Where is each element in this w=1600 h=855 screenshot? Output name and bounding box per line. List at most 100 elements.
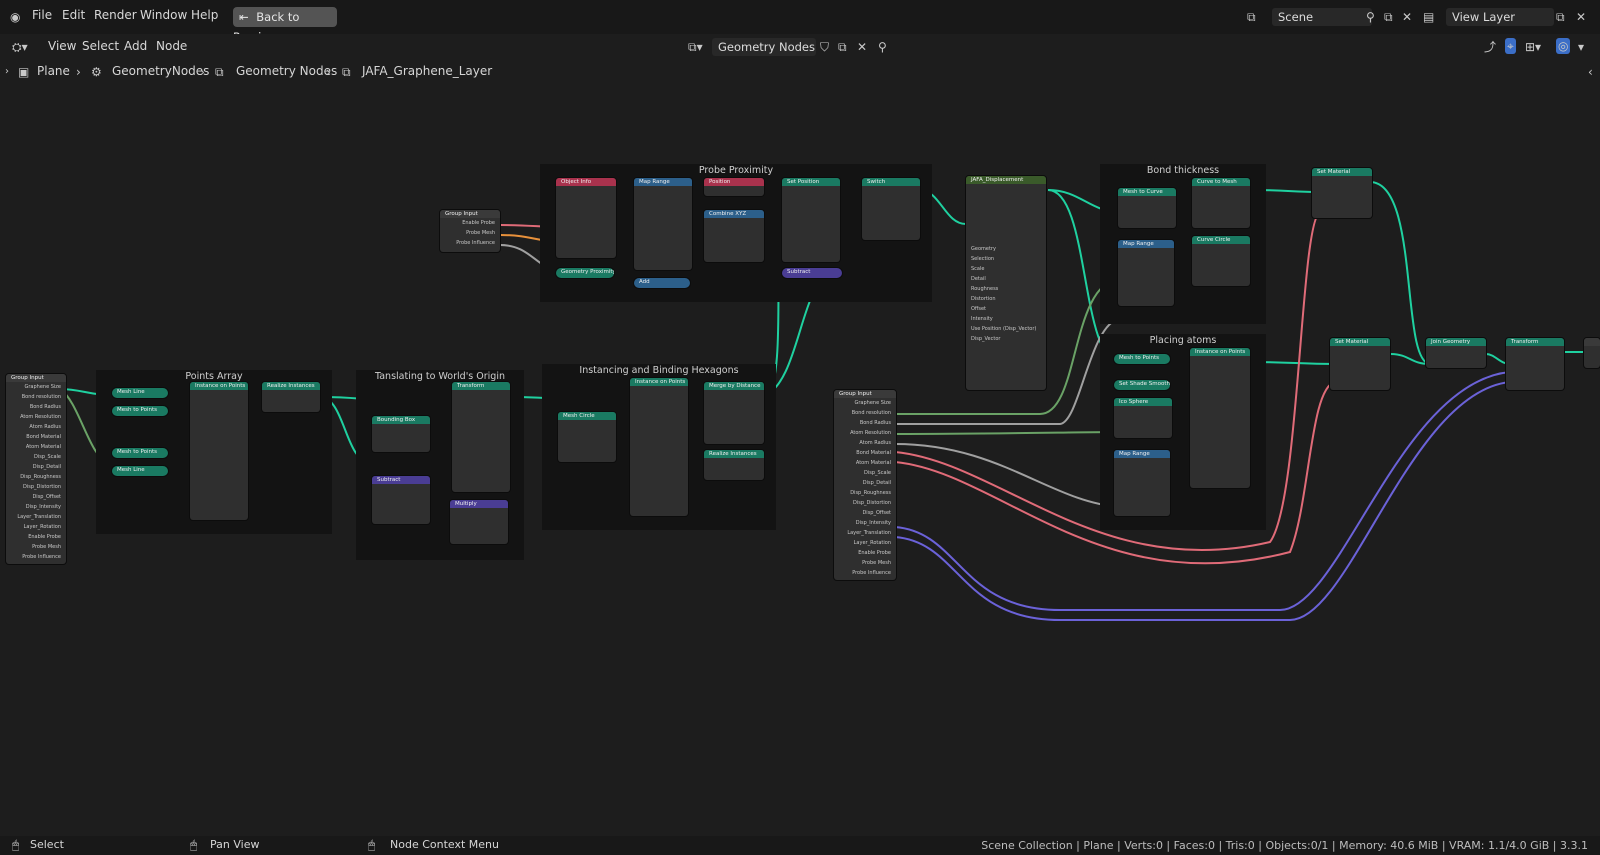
node-multiply[interactable]: Multiply	[450, 500, 508, 544]
node-title: Group Input	[440, 210, 500, 218]
node-set-position[interactable]: Set Position	[782, 178, 840, 262]
editor-type-icon[interactable]: ⛭▾	[12, 40, 28, 54]
close-icon[interactable]: ✕	[1402, 10, 1413, 24]
link-atom-radius	[894, 443, 1121, 508]
scene-icon[interactable]: ⧉	[1247, 10, 1256, 24]
back-to-previous-button[interactable]: ⇤ Back to Previous	[233, 7, 337, 44]
fake-user-icon[interactable]: ⛉	[820, 40, 830, 54]
node-title: Position	[704, 178, 764, 186]
close-view-layer-icon[interactable]: ✕	[1576, 10, 1587, 24]
duplicate-icon[interactable]: ⧉	[838, 40, 847, 54]
modifier-icon: ⚙	[91, 65, 102, 79]
pin-icon[interactable]: ⚲	[1366, 10, 1375, 24]
status-info: Scene Collection | Plane | Verts:0 | Fac…	[981, 839, 1588, 852]
node-title: Set Position	[782, 178, 840, 186]
node-transform-1[interactable]: Transform	[452, 382, 510, 492]
node-editor-canvas[interactable]: Probe Proximity Points Array Tanslating …	[0, 82, 1600, 836]
overlay-icon[interactable]: ◎	[1556, 38, 1571, 54]
node-instance-on-points-3[interactable]: Instance on Points	[1190, 348, 1250, 488]
node-title: Transform	[1506, 338, 1564, 346]
node-group-output[interactable]	[1584, 338, 1600, 368]
node-mesh-to-points-1[interactable]: Mesh to Points	[112, 406, 168, 416]
status-pan: Pan View	[210, 838, 260, 851]
menu-window[interactable]: Window	[140, 8, 188, 22]
node-set-material-1[interactable]: Set Material	[1312, 168, 1372, 218]
parent-node-tree-icon[interactable]: ⤴	[1484, 40, 1497, 54]
menu-node[interactable]: Node	[156, 39, 188, 53]
node-add[interactable]: Add	[634, 278, 690, 288]
node-title: Switch	[862, 178, 920, 186]
socket-label: Probe Mesh	[32, 544, 61, 550]
menu-file[interactable]: File	[32, 8, 53, 22]
menu-select[interactable]: Select	[82, 39, 120, 53]
node-map-range-3[interactable]: Map Range	[1114, 450, 1170, 516]
node-mesh-line-2[interactable]: Mesh Line	[112, 466, 168, 476]
overlay-dropdown-icon[interactable]: ▾	[1578, 40, 1585, 54]
node-instance-on-points-1[interactable]: Instance on Points	[190, 382, 248, 520]
snap-icon[interactable]: ⌖	[1505, 38, 1516, 54]
node-tree-name-field[interactable]: Geometry Nodes	[712, 38, 816, 56]
menu-render[interactable]: Render	[94, 8, 137, 22]
node-mesh-to-points-2[interactable]: Mesh to Points	[112, 448, 168, 458]
node-tree-icon[interactable]: ⧉▾	[688, 40, 703, 54]
socket-label: Disp_Roughness	[850, 490, 891, 496]
socket-label: Use Position (Disp_Vector)	[971, 326, 1037, 332]
menu-add[interactable]: Add	[124, 39, 148, 53]
node-object-info[interactable]: Object Info	[556, 178, 616, 258]
new-view-layer-icon[interactable]: ⧉	[1556, 10, 1565, 24]
menu-help[interactable]: Help	[191, 8, 219, 22]
menu-edit[interactable]: Edit	[62, 8, 86, 22]
node-realize-instances-1[interactable]: Realize Instances	[262, 382, 320, 412]
socket-label: Atom Radius	[29, 424, 61, 430]
socket-label: Disp_Intensity	[25, 504, 61, 510]
node-position[interactable]: Position	[704, 178, 764, 196]
node-map-range-2[interactable]: Map Range	[1118, 240, 1174, 306]
node-switch[interactable]: Switch	[862, 178, 920, 240]
node-set-material-2[interactable]: Set Material	[1330, 338, 1390, 390]
node-instance-on-points-2[interactable]: Instance on Points	[630, 378, 688, 516]
node-ico-sphere[interactable]: Ico Sphere	[1114, 398, 1172, 438]
socket-label: Enable Probe	[28, 534, 61, 540]
node-set-shade-smooth[interactable]: Set Shade Smooth	[1114, 380, 1170, 390]
node-join-geometry[interactable]: Join Geometry	[1426, 338, 1486, 368]
new-scene-icon[interactable]: ⧉	[1384, 10, 1393, 24]
breadcrumb-object[interactable]: Plane	[37, 64, 70, 78]
node-mesh-circle[interactable]: Mesh Circle	[558, 412, 616, 462]
pin-tree-icon[interactable]: ⚲	[878, 40, 887, 54]
node-mesh-to-points-3[interactable]: Mesh to Points	[1114, 354, 1170, 364]
snap-mode-icon[interactable]: ⊞▾	[1525, 40, 1542, 54]
node-transform-2[interactable]: Transform	[1506, 338, 1564, 390]
node-subtract-1[interactable]: Subtract	[782, 268, 842, 278]
node-map-range-1[interactable]: Map Range	[634, 178, 692, 270]
node-bounding-box[interactable]: Bounding Box	[372, 416, 430, 452]
breadcrumb-group[interactable]: JAFA_Graphene_Layer	[362, 64, 493, 78]
node-realize-instances-2[interactable]: Realize Instances	[704, 450, 764, 480]
menu-view[interactable]: View	[48, 39, 77, 53]
view-layer-field[interactable]: View Layer	[1446, 8, 1554, 26]
blender-logo-icon[interactable]: ◉	[10, 10, 21, 24]
breadcrumb-modifier[interactable]: GeometryNodes	[112, 64, 210, 78]
node-geometry-proximity[interactable]: Geometry Proximity	[556, 268, 614, 278]
node-merge-by-distance[interactable]: Merge by Distance	[704, 382, 764, 444]
node-curve-circle[interactable]: Curve Circle	[1192, 236, 1250, 286]
unlink-icon[interactable]: ✕	[857, 40, 868, 54]
scene-field[interactable]: Scene	[1272, 8, 1372, 26]
object-icon: ▣	[18, 65, 30, 79]
node-title: JAFA_Displacement	[966, 176, 1046, 184]
node-title: Mesh to Points	[1119, 355, 1160, 361]
node-subtract-2[interactable]: Subtract	[372, 476, 430, 524]
node-tree-icon: ⧉	[215, 65, 224, 79]
node-mesh-line-1[interactable]: Mesh Line	[112, 388, 168, 398]
breadcrumb-node-tree[interactable]: Geometry Nodes	[236, 64, 338, 78]
sidebar-toggle-icon[interactable]: ‹	[1588, 65, 1593, 79]
node-mesh-to-curve[interactable]: Mesh to Curve	[1118, 188, 1176, 228]
node-title: Set Shade Smooth	[1119, 381, 1170, 387]
node-curve-to-mesh[interactable]: Curve to Mesh	[1192, 178, 1250, 228]
view-layer-icon[interactable]: ▤	[1423, 10, 1435, 24]
node-combine-xyz[interactable]: Combine XYZ	[704, 210, 764, 262]
socket-label: Layer_Rotation	[853, 540, 891, 546]
